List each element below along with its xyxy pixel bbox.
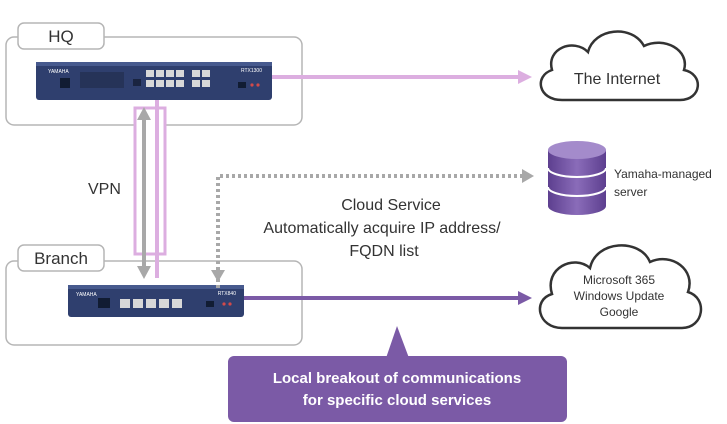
hq-router-model: RTX1300 [241, 68, 262, 74]
branch-label: Branch [34, 249, 88, 268]
branch-site-box: Branch [5, 244, 303, 346]
hq-label: HQ [48, 27, 74, 46]
branch-cloud-arrow [244, 291, 532, 305]
database-icon [547, 141, 607, 215]
vpn-tunnel [133, 106, 167, 256]
server-label-line2: server [614, 185, 647, 199]
vpn-label: VPN [88, 181, 121, 198]
server-dotted-arrow [211, 169, 534, 288]
cloud-services-line2: Windows Update [574, 289, 665, 303]
branch-label-tab [17, 244, 105, 272]
branch-router-lan-ports [120, 299, 182, 308]
internet-cloud: The Internet [539, 30, 700, 102]
cloud-services-line1: Microsoft 365 [583, 273, 655, 287]
branch-router-model: RTX840 [218, 291, 236, 297]
hq-router-console-port [60, 78, 70, 88]
callout-line2: for specific cloud services [303, 392, 491, 409]
local-breakout-callout: Local breakout of communications for spe… [228, 326, 567, 422]
internet-label: The Internet [574, 71, 661, 88]
callout-line1: Local breakout of communications [273, 370, 521, 387]
cloud-service-title: Cloud Service [341, 197, 441, 214]
hq-router: YAMAHA RTX1300 [36, 62, 272, 100]
vpn-bidirectional-arrow [137, 107, 151, 279]
hq-internet-arrow [272, 70, 532, 84]
cloud-service-line3: FQDN list [349, 243, 419, 260]
hq-router-lan-ports [146, 70, 210, 87]
cloud-services-line3: Google [600, 305, 639, 319]
hq-router-vent [80, 72, 124, 88]
cloud-service-line2: Automatically acquire IP address/ [263, 220, 501, 237]
hq-router-brand: YAMAHA [48, 69, 69, 75]
branch-router-brand: YAMAHA [76, 292, 97, 298]
branch-router: YAMAHA RTX840 [68, 285, 244, 317]
cloud-services-cloud: Microsoft 365 Windows Update Google [538, 244, 703, 330]
hq-label-tab [17, 22, 105, 50]
server-label-line1: Yamaha-managed [614, 167, 712, 181]
